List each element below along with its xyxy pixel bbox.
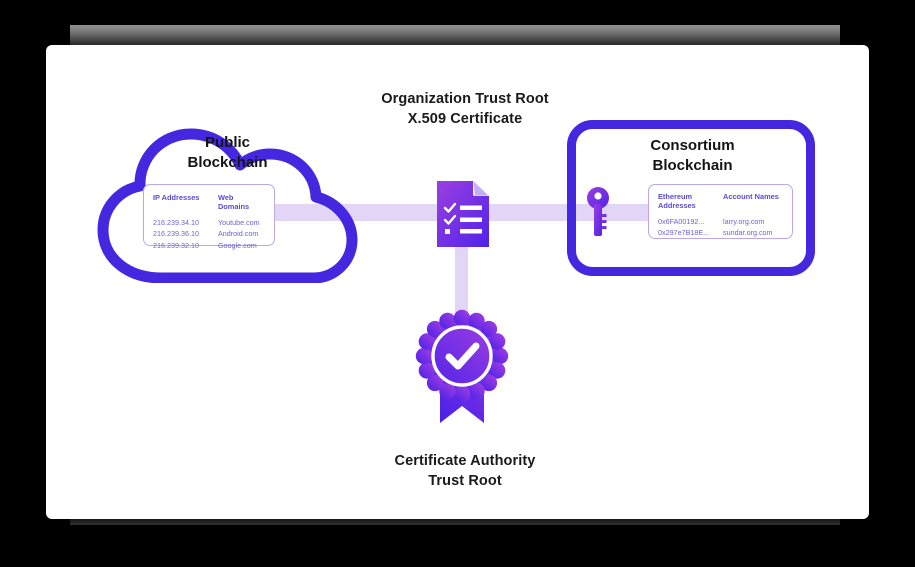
- organization-trust-root-label-line1: Organization Trust Root: [381, 91, 549, 107]
- cell-ip-address: 216.239.32.10: [153, 241, 199, 251]
- connector-certificate-to-authority: [455, 240, 468, 330]
- cell-ethereum-address: 0x6FA00192...: [658, 216, 705, 226]
- cell-web-domain: Android.com: [217, 229, 259, 239]
- table-header-row: IP Addresses Web Domains: [153, 193, 265, 218]
- table-header-row: Ethereum Addresses Account Names: [658, 192, 783, 217]
- cell-ip-address: 216.239.36.10: [153, 229, 199, 239]
- table-row: 216.239.32.10 Google.com: [153, 241, 265, 253]
- consortium-blockchain-title: Consortium Blockchain: [620, 136, 765, 175]
- column-header-ethereum-line2: Addresses: [658, 201, 696, 211]
- column-header-ip-addresses: IP Addresses: [153, 193, 200, 202]
- consortium-blockchain-box-shape: [567, 120, 815, 276]
- certificate-authority-label-line1: Certificate Authority: [394, 453, 536, 469]
- certificate-document-icon: [437, 181, 489, 247]
- cell-account-name: sundar.org.com: [723, 228, 773, 238]
- column-header-account-names: Account Names: [723, 192, 779, 201]
- table-row: 216.239.36.10 Android.com: [153, 229, 265, 241]
- public-blockchain-title: Public Blockchain: [160, 133, 295, 172]
- consortium-blockchain-title-line2: Blockchain: [652, 156, 733, 174]
- award-badge-icon: [415, 309, 509, 423]
- connector-public-to-certificate: [268, 204, 443, 221]
- consortium-blockchain-table: Ethereum Addresses Account Names 0x6FA00…: [658, 192, 783, 240]
- consortium-blockchain-title-line1: Consortium: [650, 137, 735, 154]
- table-row: 0x297e7B18E... sundar.org.com: [658, 228, 783, 240]
- public-blockchain-cloud-shape: [97, 128, 358, 283]
- consortium-blockchain-data-card: Ethereum Addresses Account Names 0x6FA00…: [648, 184, 793, 239]
- column-header-web-domains: Web Domains: [217, 193, 250, 212]
- public-blockchain-title-line2: Blockchain: [187, 153, 268, 171]
- cell-ip-address: 216.239.34.10: [153, 217, 199, 227]
- organization-trust-root-label-line2: X.509 Certificate: [407, 110, 523, 127]
- table-row: 0x6FA00192... larry.org.com: [658, 217, 783, 229]
- organization-trust-root-label: Organization Trust Root X.509 Certificat…: [360, 90, 570, 129]
- cell-web-domain: Youtube.com: [217, 217, 260, 227]
- table-row: 216.239.34.10 Youtube.com: [153, 218, 265, 230]
- public-blockchain-table: IP Addresses Web Domains 216.239.34.10 Y…: [153, 193, 265, 253]
- public-blockchain-data-card: IP Addresses Web Domains 216.239.34.10 Y…: [143, 184, 275, 250]
- certificate-authority-label-line2: Trust Root: [428, 472, 502, 489]
- certificate-authority-label: Certificate Authority Trust Root: [360, 452, 570, 491]
- cell-account-name: larry.org.com: [723, 216, 765, 226]
- cell-web-domain: Google.com: [217, 241, 257, 251]
- column-header-ethereum-line1: Ethereum: [658, 192, 693, 201]
- column-header-ethereum-addresses: Ethereum Addresses: [658, 192, 723, 217]
- cell-ethereum-address: 0x297e7B18E...: [658, 228, 710, 238]
- key-icon: [587, 187, 609, 236]
- public-blockchain-title-line1: Public: [204, 134, 250, 151]
